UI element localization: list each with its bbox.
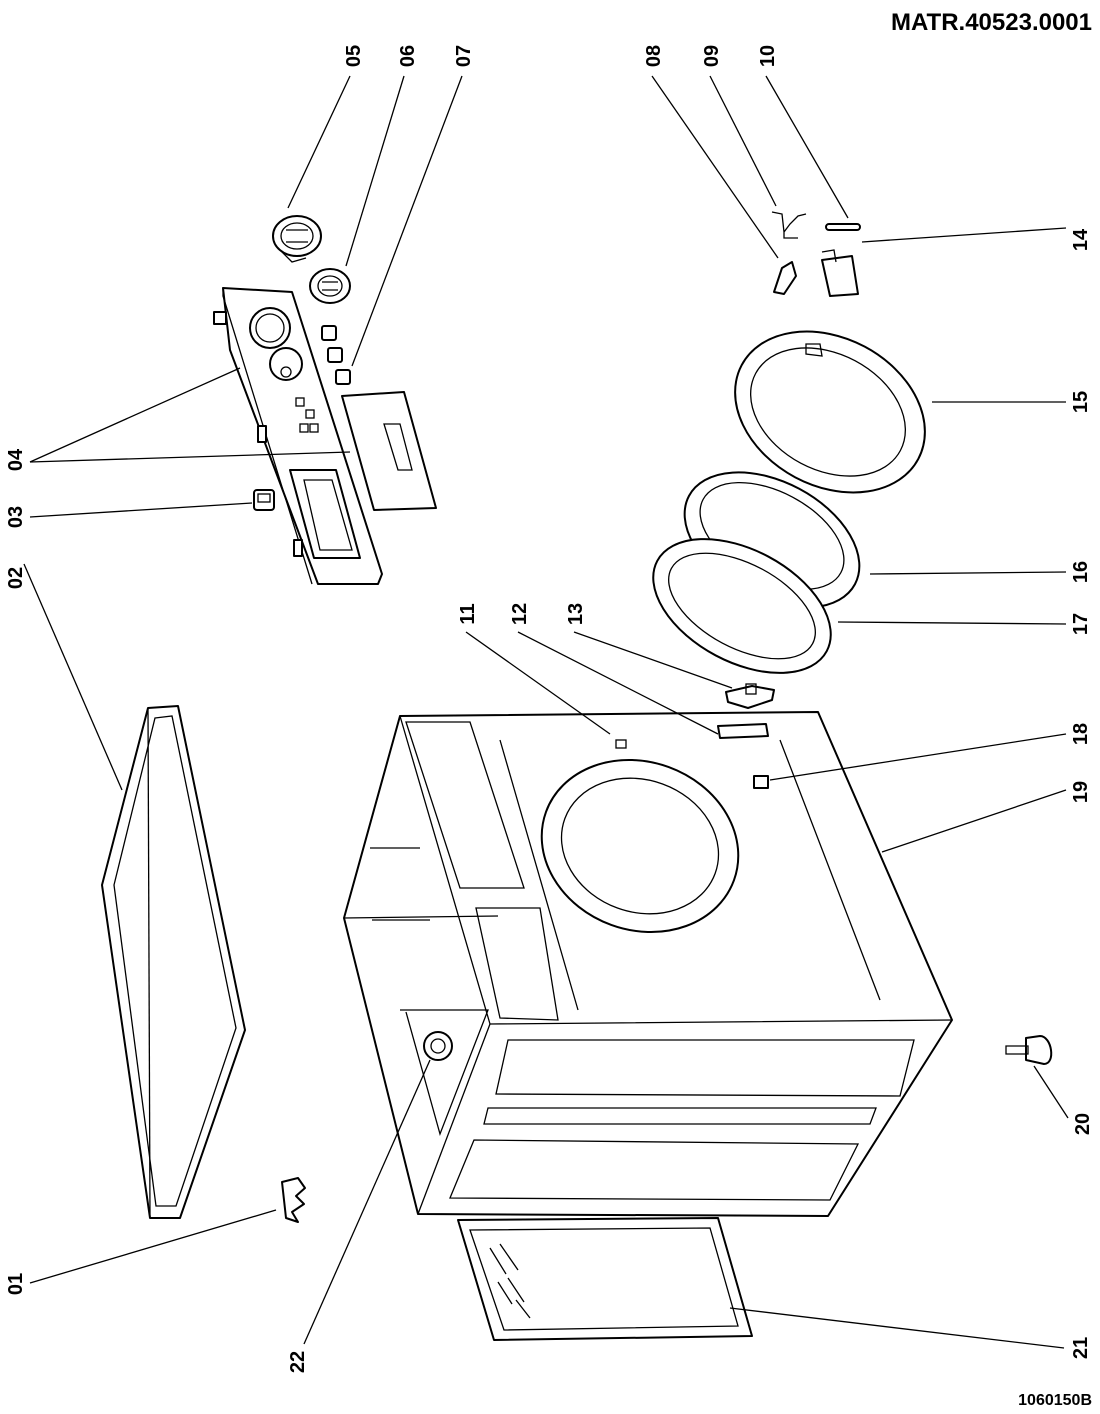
temperature-knob-part	[309, 268, 351, 304]
detergent-drawer-part	[341, 391, 437, 511]
label-part-19: 19	[1070, 781, 1092, 803]
label-part-15: 15	[1070, 391, 1092, 413]
hinge-pin-part	[825, 223, 861, 231]
door-lock-part	[821, 249, 859, 297]
door-frame-part	[734, 330, 926, 494]
label-part-02: 02	[5, 567, 27, 589]
label-part-01: 01	[5, 1273, 27, 1295]
control-panel-part	[213, 287, 383, 585]
label-part-22: 22	[287, 1351, 309, 1373]
label-part-06: 06	[397, 45, 419, 67]
label-part-11: 11	[457, 603, 479, 624]
label-part-09: 09	[701, 45, 723, 67]
label-part-03: 03	[5, 506, 27, 528]
label-part-18: 18	[1070, 723, 1092, 745]
label-part-17: 17	[1070, 613, 1092, 635]
part-number-labels: 01 02 03 04 05 06 07 08 09 10 11 12 13 1…	[5, 45, 1094, 1373]
label-part-16: 16	[1070, 561, 1092, 583]
label-part-08: 08	[643, 45, 665, 67]
spring-clip-part	[771, 211, 807, 239]
label-part-12: 12	[509, 603, 531, 625]
push-buttons-part	[321, 325, 351, 385]
door-inner-frame-part	[652, 538, 832, 674]
label-part-13: 13	[565, 603, 587, 625]
adjustable-foot-part	[1005, 1035, 1053, 1065]
label-part-04: 04	[5, 448, 27, 471]
label-part-21: 21	[1070, 1337, 1092, 1359]
leader-lines	[23, 75, 1069, 1349]
label-part-10: 10	[757, 45, 779, 67]
label-part-20: 20	[1072, 1113, 1094, 1135]
label-part-07: 07	[453, 45, 475, 67]
switch-key-part	[253, 489, 275, 511]
programme-knob-part	[272, 215, 322, 263]
kickplate-part	[457, 1217, 753, 1341]
label-part-14: 14	[1070, 228, 1092, 251]
drawing-number: 1060150B	[1018, 1392, 1092, 1409]
cabinet-part	[343, 711, 953, 1217]
label-part-05: 05	[343, 45, 365, 67]
worktop-part	[101, 705, 246, 1219]
document-reference-code: MATR.40523.0001	[891, 9, 1092, 36]
hinge-part	[773, 261, 797, 295]
door-striker-part	[725, 683, 775, 709]
clip-part	[281, 1177, 306, 1223]
